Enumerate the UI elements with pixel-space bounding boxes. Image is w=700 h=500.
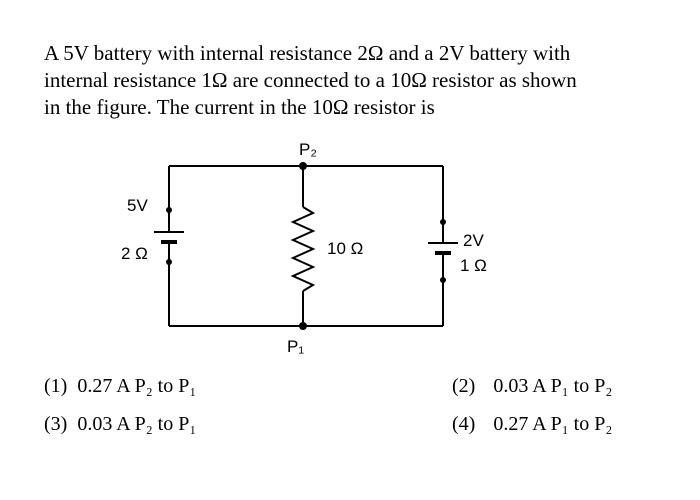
option-1[interactable]: (1) 0.27 A P₂ to P₁: [44, 374, 196, 398]
label-p1: P₁: [287, 337, 304, 356]
option-4-text: 0.27 A P₁ to P₂: [493, 413, 613, 435]
option-3-text: 0.03 A P₂ to P₁: [77, 413, 197, 435]
battery-right-terminal-bottom: [440, 277, 446, 283]
option-2[interactable]: (2) 0.03 A P₁ to P₂: [452, 374, 612, 398]
label-resistor-middle: 10 Ω: [327, 239, 363, 258]
option-3-number: (3): [44, 413, 68, 435]
option-2-text: 0.03 A P₁ to P₂: [493, 375, 613, 397]
node-p2-dot: [299, 162, 307, 170]
question-line-1: A 5V battery with internal resistance 2Ω…: [44, 41, 571, 65]
node-p1-dot: [299, 322, 307, 330]
label-battery-right-resistance: 1 Ω: [460, 256, 487, 275]
battery-right-terminal-top: [440, 219, 446, 225]
battery-left-terminal-bottom: [166, 259, 172, 265]
question-line-3: in the figure. The current in the 10Ω re…: [44, 95, 435, 119]
option-3[interactable]: (3) 0.03 A P₂ to P₁: [44, 412, 196, 436]
option-2-number: (2): [452, 375, 476, 397]
resistor-zigzag: [290, 206, 316, 292]
option-1-number: (1): [44, 375, 68, 397]
battery-left-terminal-top: [166, 207, 172, 213]
question-line-2: internal resistance 1Ω are connected to …: [44, 68, 577, 92]
option-4-number: (4): [452, 413, 476, 435]
label-p2: P₂: [299, 140, 317, 159]
question-text: A 5V battery with internal resistance 2Ω…: [44, 40, 664, 121]
option-1-text: 0.27 A P₂ to P₁: [77, 375, 197, 397]
label-battery-left-emf: 5V: [127, 196, 148, 215]
label-battery-right-emf: 2V: [463, 231, 484, 250]
label-battery-left-resistance: 2 Ω: [121, 244, 148, 263]
option-4[interactable]: (4) 0.27 A P₁ to P₂: [452, 412, 612, 436]
